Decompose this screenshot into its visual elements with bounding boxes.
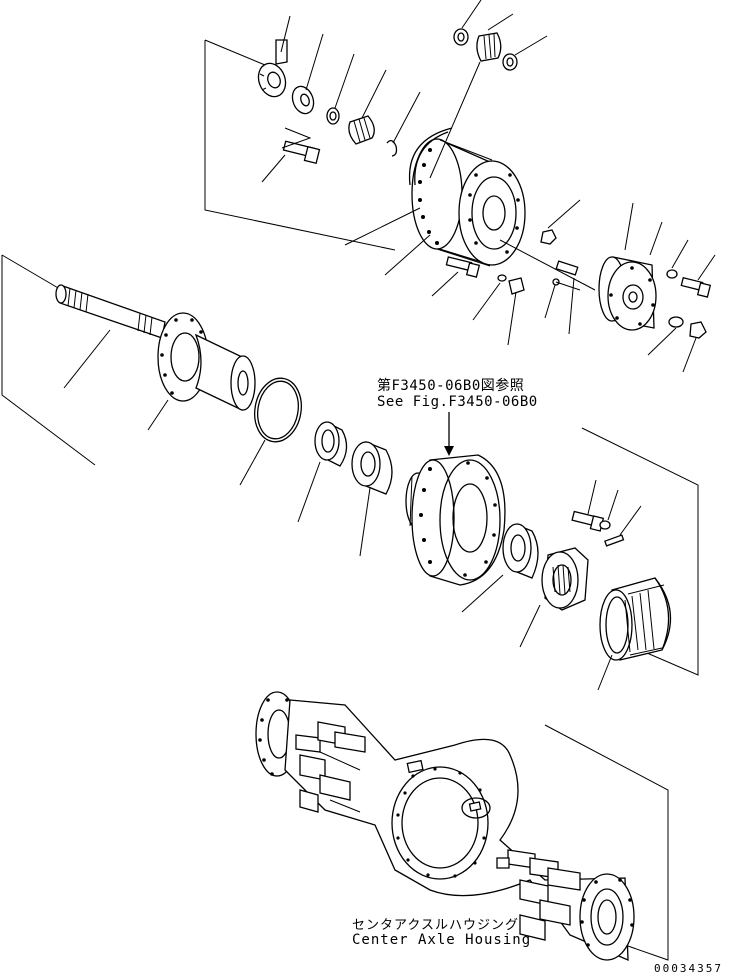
seal-ring-part xyxy=(254,40,290,100)
bearing-cup-right xyxy=(503,524,538,578)
bolt-part-lower xyxy=(572,511,603,531)
nut-part-right xyxy=(541,230,556,244)
washer-part-right xyxy=(667,270,677,278)
housing-label-en: Center Axle Housing xyxy=(352,932,532,948)
leader-lines xyxy=(64,0,715,690)
dowel-pin-part xyxy=(553,261,580,290)
o-ring-part xyxy=(250,374,306,445)
group-bracket-housing xyxy=(545,725,668,960)
bearing-cup-left xyxy=(315,422,347,466)
washer-part-lower xyxy=(600,521,610,529)
bearing-cone-left xyxy=(352,442,392,494)
center-axle-housing xyxy=(256,692,634,960)
bearing-cup-part xyxy=(503,54,517,70)
bolt-part-mid xyxy=(446,257,479,277)
bolt-part-right xyxy=(681,278,710,297)
roll-pin-part xyxy=(605,535,624,546)
washer-part xyxy=(289,83,317,116)
drawing-code: 00034357 xyxy=(654,962,723,975)
spacer-part xyxy=(327,108,339,124)
seal-part-right xyxy=(669,317,683,327)
bearing-cone-part xyxy=(477,33,501,61)
reference-label-en: See Fig.F3450-06B0 xyxy=(377,394,538,410)
snap-ring-part xyxy=(387,141,397,156)
housing-label-jp: センタアクスルハウジング xyxy=(352,918,519,933)
group-bracket-upper xyxy=(205,40,395,250)
reference-arrow xyxy=(444,412,454,456)
retainer-plate xyxy=(542,548,588,610)
carrier-housing xyxy=(410,128,525,266)
cone-nut-part xyxy=(454,29,468,45)
group-bracket-left xyxy=(2,255,95,465)
flanged-axle-tube xyxy=(158,313,255,410)
end-cover xyxy=(599,257,656,330)
group-bracket-right xyxy=(582,428,698,675)
bolt-part-upper xyxy=(284,141,320,163)
nut-part-lower-right xyxy=(690,322,706,338)
reference-label-jp: 第F3450-06B0図参照 xyxy=(377,378,525,394)
plug-part xyxy=(509,278,524,294)
pin-part-small xyxy=(498,275,506,281)
differential-carrier xyxy=(406,455,505,585)
axle-shaft xyxy=(56,285,165,338)
ring-gear xyxy=(600,578,671,660)
needle-bearing-part xyxy=(349,116,374,144)
